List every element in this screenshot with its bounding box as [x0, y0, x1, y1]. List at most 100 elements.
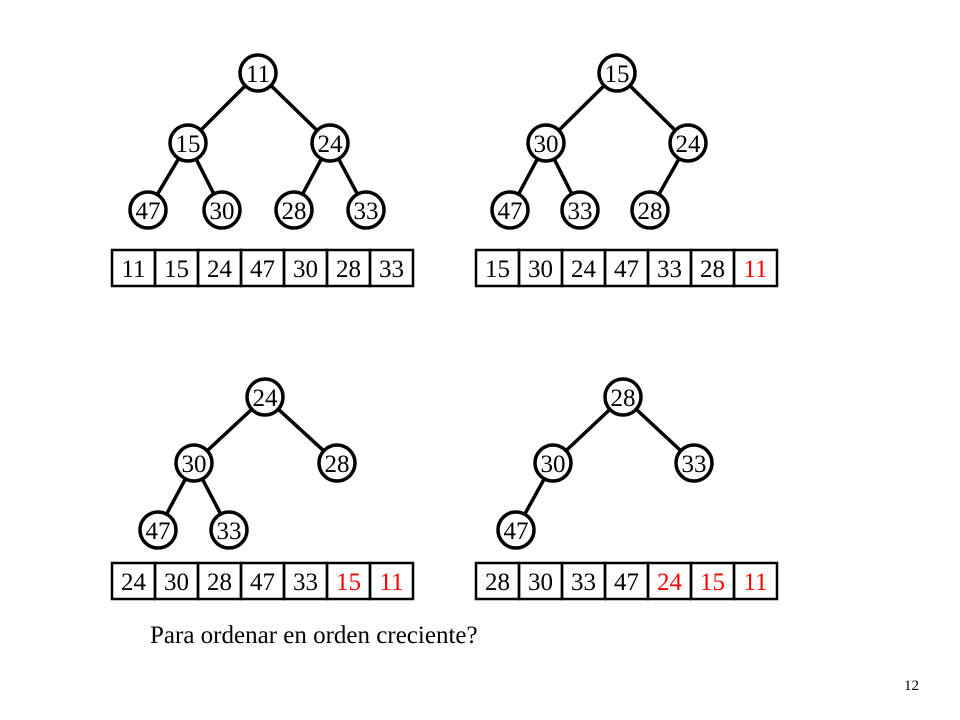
tree-edge [657, 157, 681, 196]
tree-node: 47 [490, 190, 530, 230]
tree-node: 15 [168, 123, 208, 163]
heap-diagram-4: 28 30 33 47 28 30 33 47 24 15 11 [474, 377, 779, 601]
array-cell [732, 248, 779, 288]
array-cell-value: 30 [293, 256, 318, 283]
tree-node-value: 15 [176, 131, 201, 158]
tree-node: 30 [202, 190, 242, 230]
array-cell-value: 24 [121, 569, 147, 596]
tree-node: 30 [526, 123, 566, 163]
tree-node-circle [274, 190, 314, 230]
tree-node-circle [209, 510, 249, 550]
tree-node-value: 11 [246, 61, 270, 88]
tree-edge [516, 158, 540, 195]
array-cell-value: 30 [164, 569, 189, 596]
tree-node-value: 28 [282, 198, 307, 225]
tree-edge [194, 158, 216, 195]
tree-node-circle [490, 190, 530, 230]
tree-node: 47 [128, 190, 168, 230]
tree-node-value: 28 [611, 385, 636, 412]
array-cell-value: 33 [379, 256, 404, 283]
tree-edge [269, 84, 319, 132]
tree-node: 24 [245, 377, 285, 417]
tree-node-value: 47 [498, 198, 523, 225]
array-cell-value: 47 [250, 569, 275, 596]
tree-node-value: 30 [210, 198, 235, 225]
tree-node: 15 [597, 53, 637, 93]
array-cell-value: 28 [485, 569, 510, 596]
array-cell-value: 47 [614, 256, 639, 283]
array-cell [732, 561, 779, 601]
array-cell-value: 11 [121, 256, 145, 283]
tree-edge [205, 407, 254, 453]
array-cell-sorted-value: 11 [379, 569, 403, 596]
array-cell-value: 24 [571, 256, 597, 283]
tree-node: 24 [668, 123, 708, 163]
tree-node-circle [630, 190, 670, 230]
tree-edge [200, 478, 223, 515]
tree-node-circle [668, 123, 708, 163]
tree-node: 28 [317, 443, 357, 483]
tree-node-value: 24 [253, 385, 279, 412]
array-cell-value: 47 [614, 569, 639, 596]
tree-node-circle [245, 377, 285, 417]
array-cell-sorted-value: 15 [336, 569, 361, 596]
tree-edge [336, 158, 360, 195]
tree-node-value: 47 [146, 518, 171, 545]
array-cell-sorted-value: 15 [700, 569, 725, 596]
tree-node: 33 [560, 190, 600, 230]
tree-node-value: 24 [676, 131, 702, 158]
tree-node-value: 28 [638, 198, 663, 225]
array-cell-value: 28 [336, 256, 361, 283]
tree-node: 33 [674, 443, 714, 483]
tree-node: 28 [274, 190, 314, 230]
tree-node-circle [674, 443, 714, 483]
array-row: 28 30 33 47 24 15 11 [474, 561, 779, 601]
tree-node: 28 [603, 377, 643, 417]
array-cell-value: 28 [207, 569, 232, 596]
tree-node-circle [168, 123, 208, 163]
tree-node-value: 33 [217, 518, 242, 545]
tree-node-value: 47 [504, 518, 529, 545]
array-cell [368, 248, 415, 288]
tree-node: 28 [630, 190, 670, 230]
tree-edge [628, 84, 677, 132]
tree-edge [199, 84, 247, 132]
array-cell-value: 15 [485, 256, 510, 283]
array-cell-value: 15 [164, 256, 189, 283]
tree-edge [277, 407, 325, 453]
tree-node-circle [346, 190, 386, 230]
array-cell-sorted-value: 11 [743, 256, 767, 283]
tree-node-circle [202, 190, 242, 230]
tree-node-value: 47 [136, 198, 161, 225]
tree-node: 33 [209, 510, 249, 550]
tree-edge [552, 158, 574, 195]
tree-node: 47 [138, 510, 178, 550]
tree-node-circle [597, 53, 637, 93]
tree-node-circle [533, 443, 573, 483]
array-cell-sorted-value: 11 [743, 569, 767, 596]
tree-node-circle [317, 443, 357, 483]
tree-node-circle [138, 510, 178, 550]
tree-node-circle [174, 443, 214, 483]
tree-edge [300, 158, 324, 195]
array-cell-sorted-value: 24 [657, 569, 683, 596]
tree-node: 47 [496, 510, 536, 550]
tree-node: 30 [533, 443, 573, 483]
tree-node-circle [603, 377, 643, 417]
array-cell-value: 30 [528, 569, 553, 596]
tree-node-value: 30 [534, 131, 559, 158]
tree-edge [557, 84, 606, 132]
tree-edge [564, 408, 612, 452]
tree-node-circle [526, 123, 566, 163]
array-cell-value: 33 [571, 569, 596, 596]
tree-node-value: 15 [605, 61, 630, 88]
tree-node-circle [128, 190, 168, 230]
array-cell-value: 33 [657, 256, 682, 283]
tree-node-circle [496, 510, 536, 550]
